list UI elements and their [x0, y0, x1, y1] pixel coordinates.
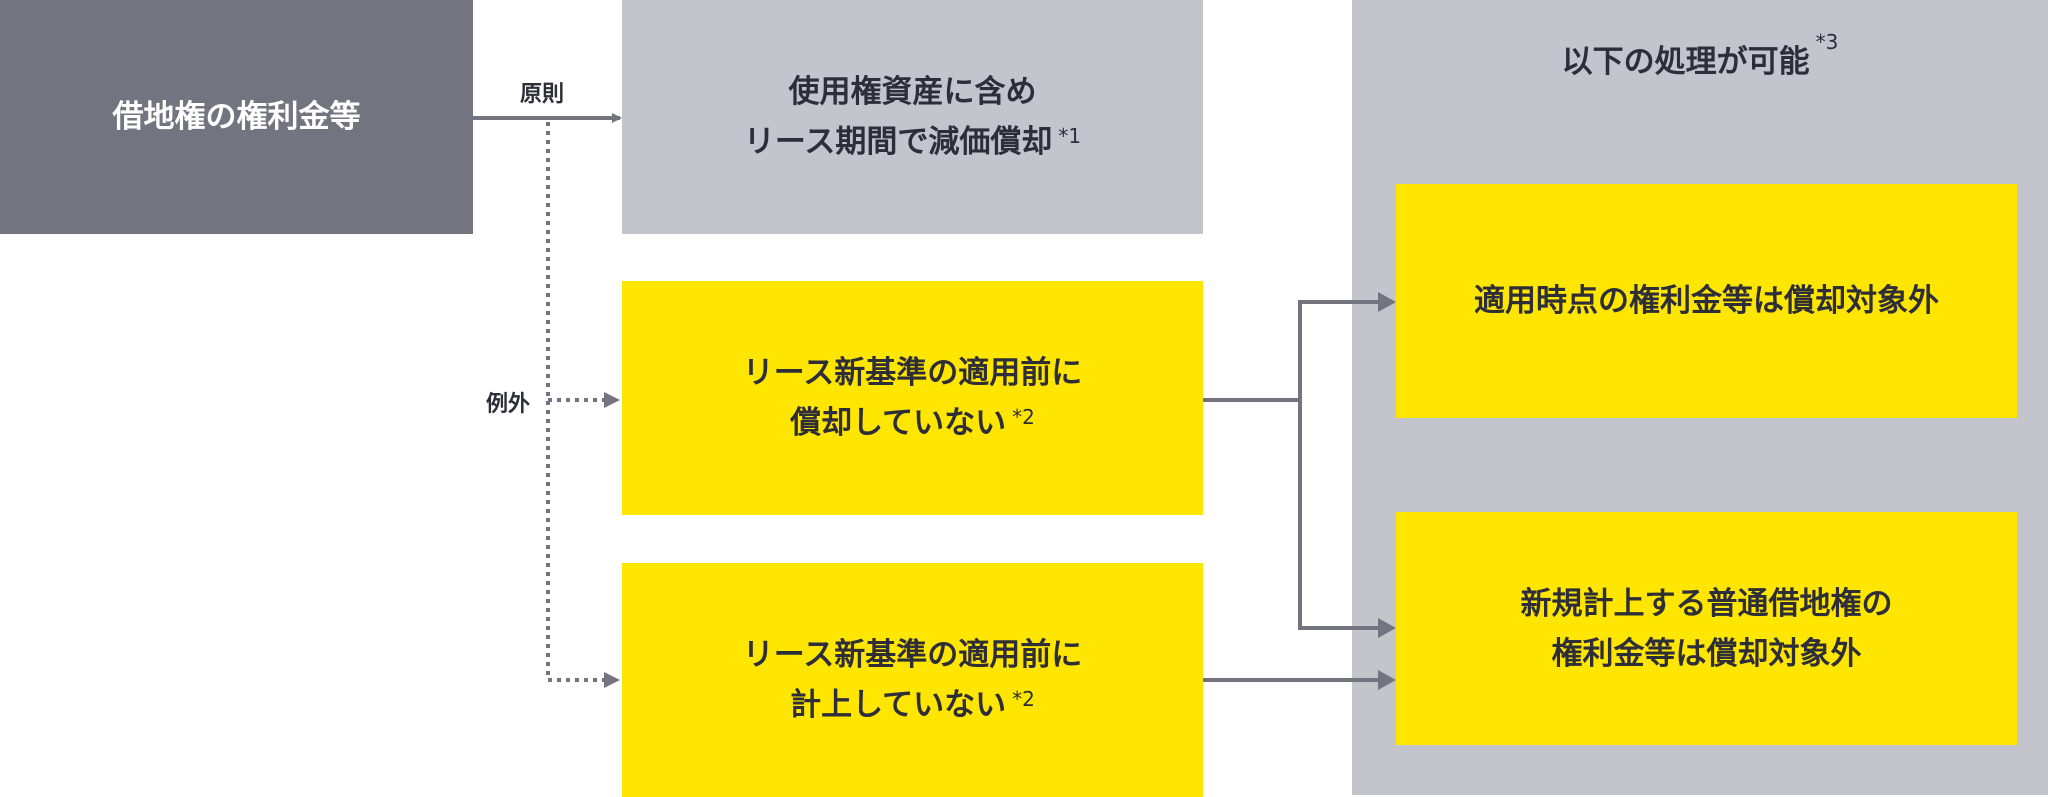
options-panel-title: 以下の処理が可能*3 — [1352, 30, 2048, 81]
principle-line2: リース期間で減価償却 — [743, 124, 1053, 160]
arrowhead-option1 — [1378, 292, 1396, 312]
exception-box-not-recorded: リース新基準の適用前に 計上していない*2 — [622, 563, 1203, 797]
principle-box: 使用権資産に含め リース期間で減価償却*1 — [622, 0, 1203, 234]
exception-box-not-amortized: リース新基準の適用前に 償却していない*2 — [622, 281, 1203, 515]
footnote-1: *1 — [1058, 124, 1082, 148]
footnote-2: *2 — [1012, 405, 1035, 429]
exception-dotted-arrows — [546, 122, 606, 682]
option-box-existing: 適用時点の権利金等は償却対象外 — [1396, 184, 2017, 418]
options-title-text: 以下の処理が可能 — [1561, 44, 1810, 80]
option-arrows — [1203, 300, 1380, 682]
option-box-new: 新規計上する普通借地権の 権利金等は償却対象外 — [1396, 512, 2017, 745]
edge-label-principle: 原則 — [520, 82, 565, 107]
option2-line1: 新規計上する普通借地権の — [1520, 585, 1893, 622]
arrowhead-option2b — [1378, 670, 1396, 690]
principle-line1: 使用権資産に含め — [788, 74, 1037, 110]
source-label: 借地権の権利金等 — [112, 99, 361, 135]
edge-label-exception: 例外 — [486, 392, 531, 417]
arrowhead-exception2 — [604, 672, 620, 688]
arrowhead-option2a — [1378, 618, 1396, 638]
option2-line2: 権利金等は償却対象外 — [1551, 635, 1862, 672]
source-box: 借地権の権利金等 — [0, 0, 473, 234]
footnote-3: *3 — [1815, 30, 1839, 54]
arrowhead-exception1 — [604, 392, 620, 408]
footnote-2b: *2 — [1012, 687, 1035, 711]
exception1-line2: 償却していない — [790, 405, 1007, 441]
option1-line1: 適用時点の権利金等は償却対象外 — [1474, 283, 1939, 319]
exception2-line1: リース新基準の適用前に — [742, 637, 1083, 673]
exception1-line1: リース新基準の適用前に — [742, 355, 1083, 391]
exception2-line2: 計上していない — [790, 687, 1007, 723]
